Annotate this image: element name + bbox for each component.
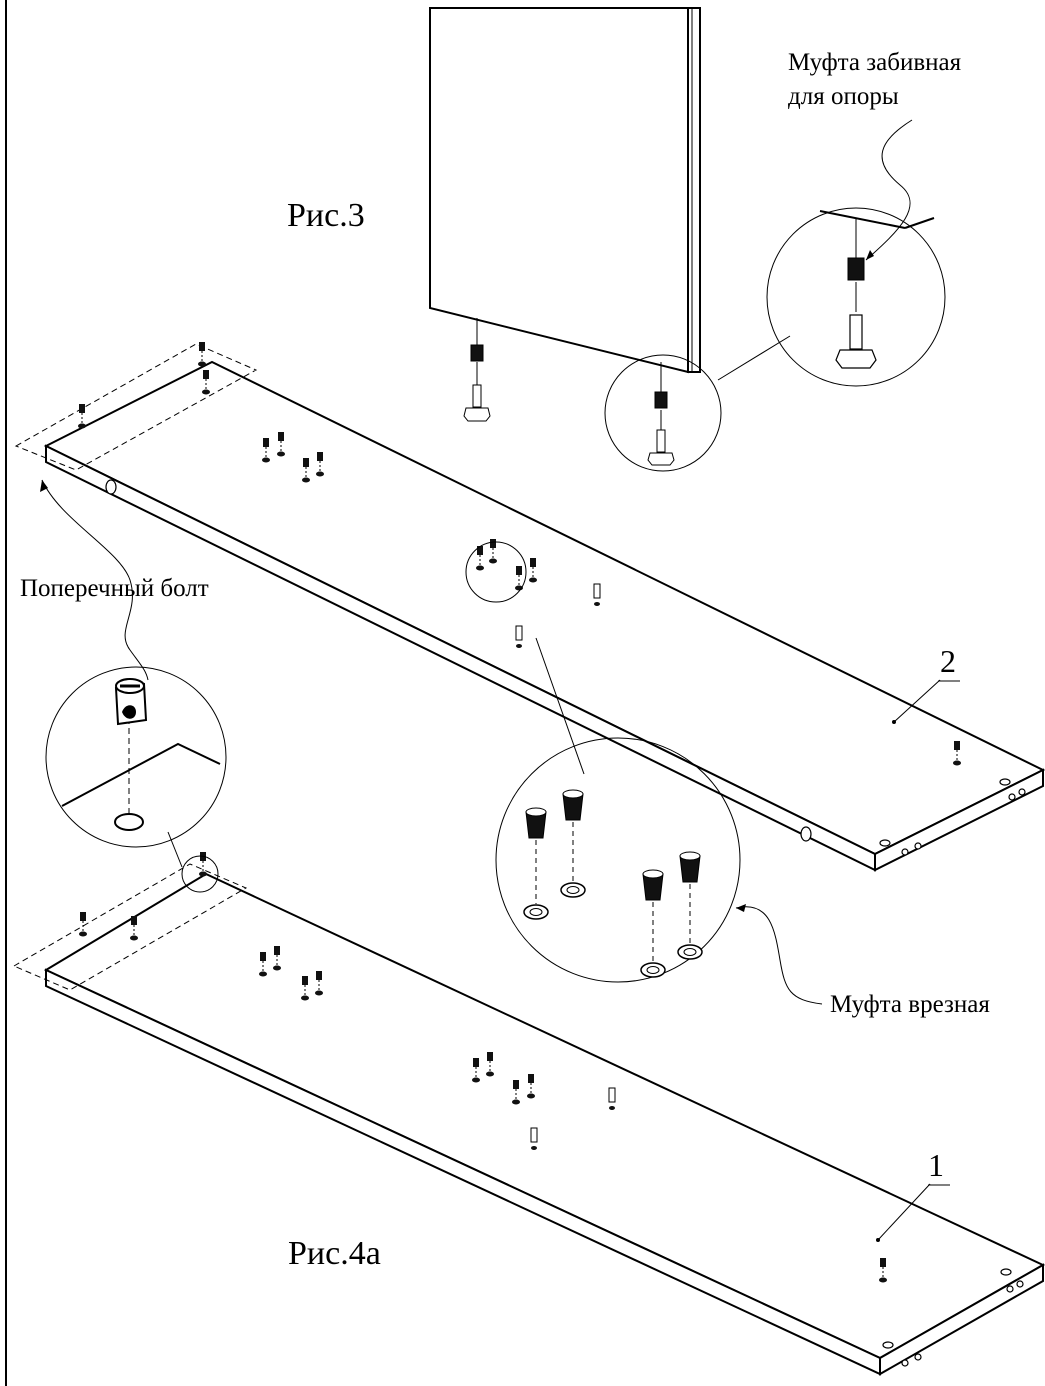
bolt-detail-circle-small	[181, 855, 219, 893]
dowel-pin	[608, 1087, 616, 1110]
edge-holes	[105, 479, 1026, 1367]
insert-sleeve	[640, 869, 666, 978]
hammer-sleeve-label-1: Муфта забивная	[788, 49, 962, 76]
sleeve-fastener	[262, 438, 270, 463]
insert-sleeve-leader	[735, 906, 823, 1005]
dowel-pin	[593, 583, 601, 606]
part-1-number: 1	[928, 1147, 944, 1183]
sleeve-fastener	[527, 1074, 535, 1099]
sleeve-fastener	[316, 452, 324, 477]
hammer-sleeve-leader	[865, 119, 913, 261]
sleeve-fastener	[198, 342, 206, 367]
sleeve-fastener	[277, 432, 285, 457]
cross-bolt-label: Поперечный болт	[20, 575, 209, 602]
sleeve-fastener	[79, 912, 87, 937]
leader-arrow	[40, 480, 48, 492]
sleeve-fastener	[302, 458, 310, 483]
hammer-sleeve-label-2: для опоры	[788, 83, 899, 110]
support-leg-right	[647, 362, 675, 466]
support-leg-left	[463, 318, 491, 422]
sleeve-detail-connector	[535, 637, 585, 775]
part-2-number: 2	[940, 643, 956, 679]
sleeve-fastener	[512, 1080, 520, 1105]
sleeve-fastener	[489, 539, 497, 564]
sleeve-fastener	[301, 976, 309, 1001]
part-2-leader	[893, 679, 941, 723]
insert-sleeve	[560, 789, 586, 898]
fastener-group	[78, 342, 961, 1283]
insert-sleeve	[523, 807, 549, 920]
sleeve-fastener	[78, 404, 86, 429]
bolt-detail-connector	[167, 831, 183, 868]
side-panel	[429, 7, 701, 374]
sleeve-fastener	[879, 1258, 887, 1283]
sleeve-fastener	[273, 946, 281, 971]
bolt-detail-circle-large	[45, 666, 227, 848]
fig-4a-caption: Рис.4а	[288, 1235, 381, 1272]
dowel-pin	[530, 1127, 538, 1150]
leg-detail-circle-large	[766, 207, 946, 387]
panel-2	[43, 360, 1045, 872]
part-1-leader	[877, 1183, 931, 1241]
sleeve-fastener	[202, 370, 210, 395]
panel-2-dashed-outline	[14, 343, 258, 471]
leader-arrow	[736, 904, 746, 912]
sleeve-fastener	[315, 971, 323, 996]
sleeve-fastener	[529, 558, 537, 583]
insert-sleeve-label: Муфта врезная	[830, 991, 990, 1018]
panel-1	[43, 872, 1045, 1376]
sleeve-fastener	[486, 1052, 494, 1077]
sleeve-fastener	[953, 741, 961, 766]
sleeve-detail-circle-large	[495, 737, 741, 983]
sleeve-fastener	[472, 1058, 480, 1083]
sleeve-fastener	[259, 952, 267, 977]
sleeve-fastener	[476, 546, 484, 571]
panel-1-dashed-outline	[12, 863, 248, 991]
dowel-pin	[515, 625, 523, 648]
insert-sleeve	[677, 851, 703, 960]
leg-detail-connector	[717, 335, 791, 381]
cross-bolt-leader	[41, 479, 149, 681]
sleeve-detail-circle-small	[465, 541, 527, 603]
leg-detail-circle-small	[604, 354, 722, 472]
fig-3-caption: Рис.3	[287, 197, 365, 234]
leader-arrow	[866, 250, 874, 260]
sleeve-fastener	[130, 916, 138, 941]
